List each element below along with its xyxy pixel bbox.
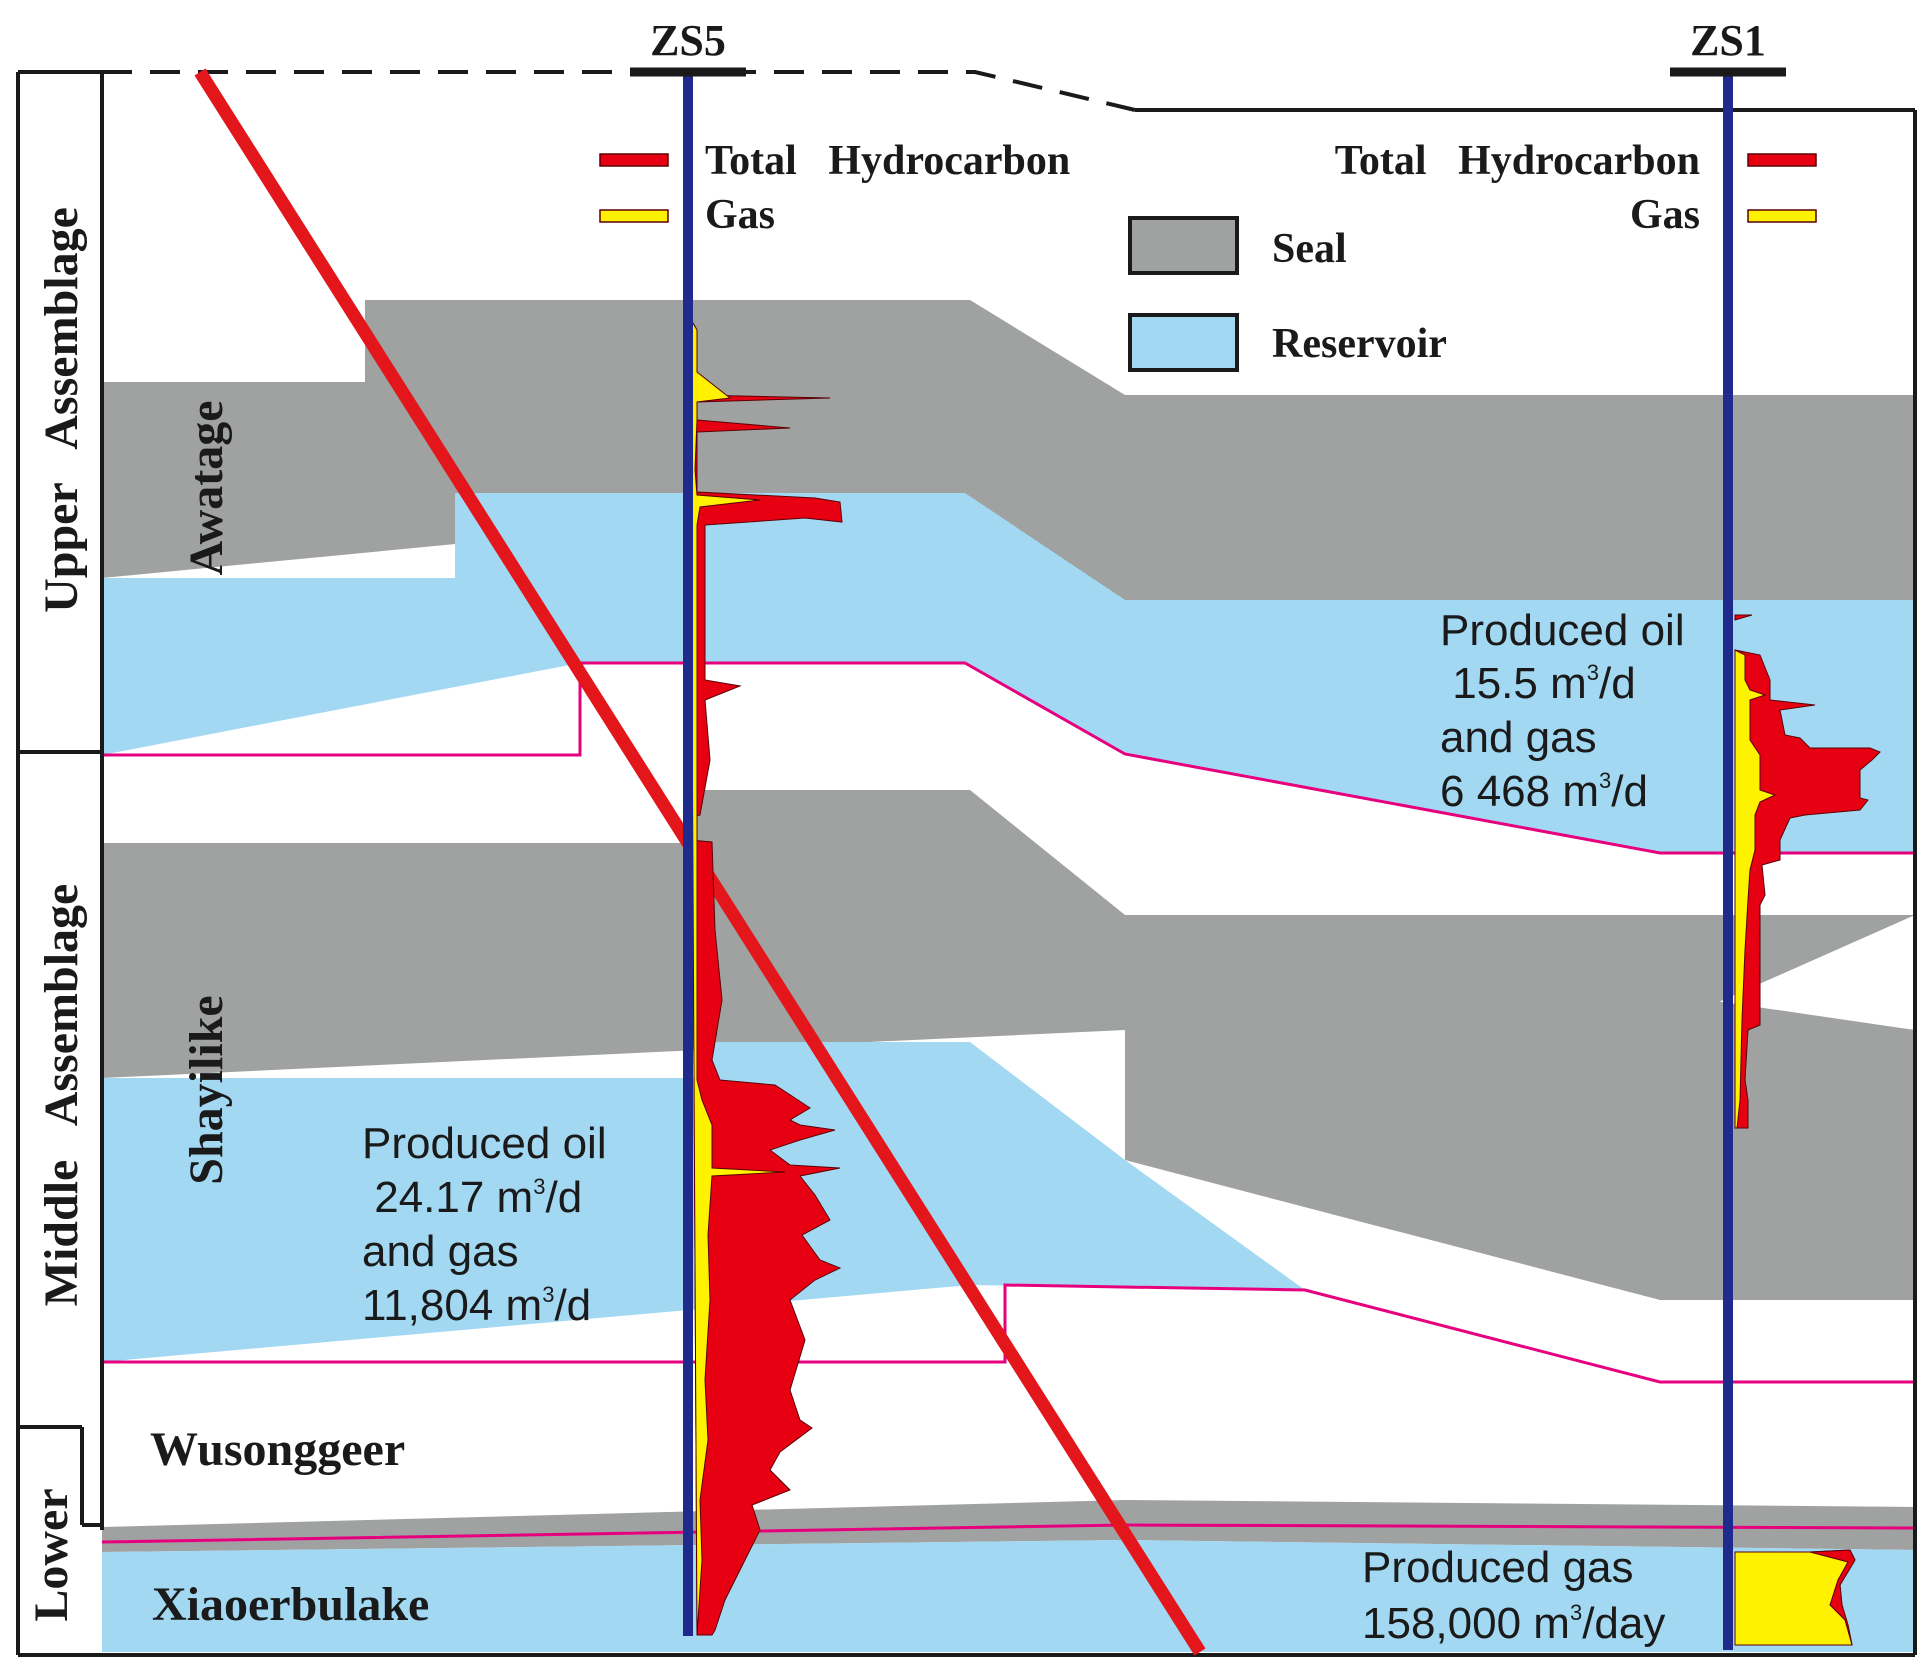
boundary-middle-lower — [102, 1283, 1915, 1384]
shayilike-label: Shayilike — [180, 995, 233, 1184]
zs1-well-label: ZS1 — [1690, 16, 1766, 65]
zs1-prod-line3: and gas — [1440, 713, 1597, 762]
awatage-label: Awatage — [180, 400, 233, 575]
zs1-gas-production-hc-curve — [1809, 1549, 1856, 1646]
zs1-gas-note: Produced gas 158,000 m3/day — [1362, 1543, 1665, 1648]
zs1-prod-line2: 15.5 m3/d — [1440, 659, 1636, 708]
legend-reservoir-swatch — [1128, 313, 1239, 372]
zs5-well-label: ZS5 — [650, 16, 726, 65]
zs1-gas-line1: Produced gas — [1362, 1543, 1634, 1592]
legend-seal-swatch — [1128, 216, 1239, 275]
xiaoerbulake-label: Xiaoerbulake — [152, 1578, 429, 1631]
legend-reservoir-label: Reservoir — [1272, 321, 1447, 367]
zs5-gas-curve — [689, 316, 786, 1636]
zs1-production-note: Produced oil 15.5 m3/d and gas 6 468 m3/… — [1440, 606, 1685, 816]
assemblage-labels: Upper Assemblage Middle Assemblage Lower — [25, 207, 88, 1622]
seal-layer-right-lower — [1125, 915, 1915, 1300]
zs1-gas-curve — [1734, 649, 1777, 1129]
wusonggeer-label: Wusonggeer — [150, 1423, 405, 1476]
reservoir-layer-awatage — [102, 493, 1915, 853]
strata — [102, 300, 1915, 1652]
legend-left-gas-swatch — [599, 209, 669, 223]
middle-assemblage-label: Middle Assemblage — [35, 884, 88, 1307]
zs1-prod-line4: 6 468 m3/d — [1440, 767, 1648, 816]
zs5-prod-line1: Produced oil — [362, 1119, 607, 1168]
legend-left-gas-label: Gas — [705, 192, 775, 238]
formation-labels: Awatage Shayilike Wusonggeer Xiaoerbulak… — [150, 400, 429, 1631]
legend-right-hc-swatch — [1747, 153, 1817, 167]
zs1-log — [1734, 614, 1881, 1646]
legend-right-gas-swatch — [1747, 209, 1817, 223]
legend-right-hc-label: Total Hydrocarbon — [1335, 138, 1700, 184]
legend-seal-label: Seal — [1272, 226, 1347, 272]
legend-left-hc-label: Total Hydrocarbon — [705, 138, 1070, 184]
frame — [16, 70, 1917, 1657]
legend: Total Hydrocarbon Gas Total Hydrocarbon … — [599, 138, 1817, 372]
lower-assemblage-label: Lower — [25, 1488, 78, 1621]
zs5-prod-line4: 11,804 m3/d — [362, 1281, 591, 1330]
upper-assemblage-label: Upper Assemblage — [35, 207, 88, 613]
boundary-upper-middle — [102, 661, 1915, 855]
legend-left-hc-swatch — [599, 153, 669, 167]
zs5-production-note: Produced oil 24.17 m3/d and gas 11,804 m… — [362, 1119, 607, 1330]
zs5-prod-line2: 24.17 m3/d — [362, 1173, 582, 1222]
legend-right-gas-label: Gas — [1630, 192, 1700, 238]
zs1-prod-line1: Produced oil — [1440, 606, 1685, 655]
surface-dashed-line — [102, 70, 1136, 112]
zs5-total-hydrocarbon-curve — [689, 316, 843, 1636]
zs5-log — [689, 316, 843, 1636]
zs1-total-hydrocarbon-curve — [1734, 614, 1881, 1129]
wells: ZS5 ZS1 — [630, 16, 1786, 1650]
zs5-prod-line3: and gas — [362, 1227, 519, 1276]
reservoir-layer-xiaoerbulake — [102, 1540, 1915, 1652]
zs1-gas-line2: 158,000 m3/day — [1362, 1599, 1665, 1648]
